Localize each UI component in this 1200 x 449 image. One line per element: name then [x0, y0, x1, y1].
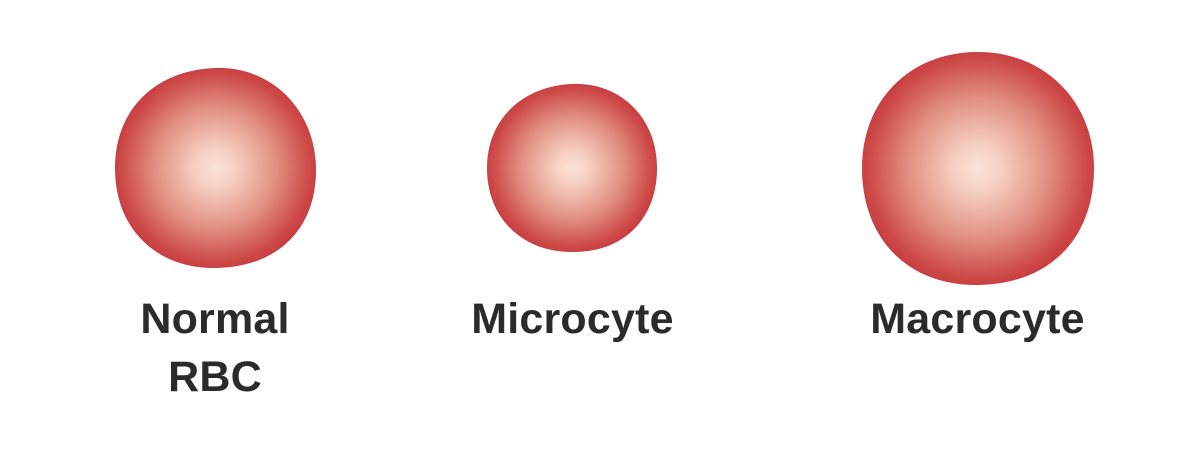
label-line: RBC	[168, 353, 262, 401]
label-line: Macrocyte	[870, 295, 1085, 343]
normal-rbc-cell	[115, 67, 317, 268]
microcyte-cell	[487, 83, 658, 253]
macrocyte-cell	[862, 52, 1094, 285]
label-line: Normal	[140, 295, 290, 343]
macrocyte-label: Macrocyte	[850, 290, 1105, 348]
microcyte-label: Microcyte	[440, 290, 705, 348]
normal-rbc-label: Normal RBC	[105, 290, 325, 406]
label-line: Microcyte	[471, 295, 674, 343]
